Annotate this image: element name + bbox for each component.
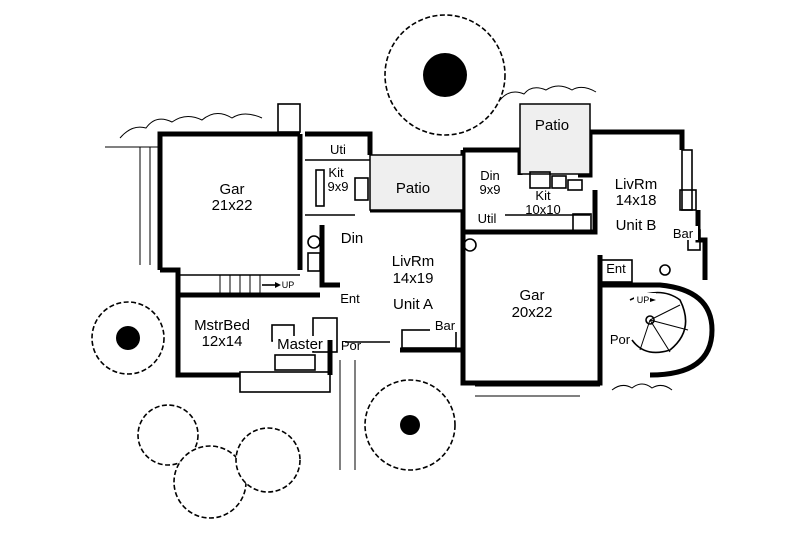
chimney-a <box>277 103 301 133</box>
tree-bottom-center <box>364 379 456 471</box>
room-ent-a: Ent <box>340 291 360 306</box>
room-por-b: Por <box>610 332 631 347</box>
room-livrm-a: LivRm 14x19 Unit A <box>392 253 435 313</box>
patio-b-slab <box>519 103 591 175</box>
room-gar-b: Gar 20x22 <box>512 287 553 321</box>
room-mstrbed: MstrBed 12x14 <box>194 317 250 350</box>
room-livrm-b: LivRm 14x18 Unit B <box>615 176 658 234</box>
room-din-b-size: 9x9 <box>480 182 501 197</box>
room-master: Master <box>273 336 327 353</box>
room-din-b: Din 9x9 <box>480 168 501 197</box>
room-uti-a: Uti <box>330 142 346 157</box>
room-kit-a-size: 9x9 <box>328 179 349 194</box>
room-util-b: Util <box>470 211 504 226</box>
tree-cluster-bottom-left <box>137 404 301 519</box>
room-ent-b: Ent <box>606 261 626 276</box>
room-gar-a-name: Gar <box>219 181 244 198</box>
unit-b-thin-lines <box>463 103 701 283</box>
room-mstrbed-size: 12x14 <box>202 333 243 350</box>
room-bar-a: Bar <box>430 318 460 333</box>
room-din-b-name: Din <box>480 168 500 183</box>
stair-up-a: UP <box>262 280 294 290</box>
room-kit-b-name: Kit <box>535 188 551 203</box>
shrubs <box>119 85 673 391</box>
room-livrm-b-name: LivRm <box>615 176 658 193</box>
patio-a-slab <box>369 154 464 211</box>
room-bar-b: Bar <box>668 226 698 241</box>
room-util-b-name: Util <box>478 211 497 226</box>
room-patio-b: Patio <box>535 117 569 134</box>
room-bar-b-name: Bar <box>673 226 694 241</box>
room-por-a: Por <box>341 338 362 353</box>
tree-top-center <box>384 14 506 136</box>
spiral-stairs-b <box>629 291 689 354</box>
room-master-name: Master <box>277 336 323 353</box>
room-livrm-a-unit: Unit A <box>393 296 433 313</box>
room-livrm-a-name: LivRm <box>392 253 435 270</box>
stair-up-b-label: UP <box>637 295 650 305</box>
room-patio-a: Patio <box>396 180 430 197</box>
room-gar-b-name: Gar <box>519 287 544 304</box>
room-gar-a: Gar 21x22 <box>212 181 253 214</box>
room-din-a: Din <box>341 230 364 247</box>
room-livrm-a-size: 14x19 <box>393 270 434 287</box>
room-kit-b: Kit 10x10 <box>525 188 560 217</box>
walk-b <box>475 385 600 397</box>
room-livrm-b-unit: Unit B <box>616 217 657 234</box>
room-kit-a-name: Kit <box>328 165 344 180</box>
walk-a <box>239 360 356 470</box>
stair-up-a-label: UP <box>282 280 295 290</box>
unit-a-thin-lines <box>178 159 457 371</box>
tree-left <box>91 301 165 375</box>
room-gar-b-size: 20x22 <box>512 304 553 321</box>
room-mstrbed-name: MstrBed <box>194 317 250 334</box>
room-gar-a-size: 21x22 <box>212 197 253 214</box>
room-kit-a: Kit 9x9 <box>328 165 349 194</box>
driveway-a <box>105 146 160 265</box>
room-kit-b-size: 10x10 <box>525 202 560 217</box>
room-bar-a-name: Bar <box>435 318 456 333</box>
stair-up-b: UP <box>634 293 656 305</box>
room-livrm-b-size: 14x18 <box>616 192 657 209</box>
stairs-a <box>219 275 261 295</box>
